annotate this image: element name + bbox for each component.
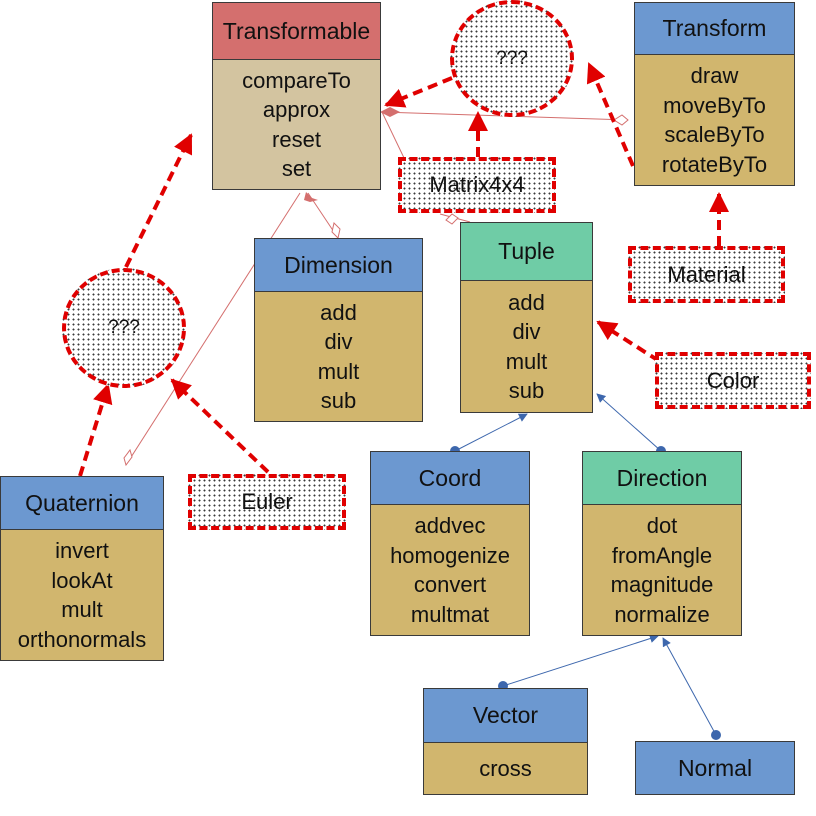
placeholder-euler: Euler <box>188 474 346 530</box>
red-arrow-quaternion <box>78 383 113 477</box>
method: invert <box>55 538 109 563</box>
method: compareTo <box>242 67 351 93</box>
method: approx <box>262 97 331 122</box>
red-arrow-transform <box>586 62 635 167</box>
red-arrow-color <box>596 320 661 363</box>
method: draw <box>690 63 739 88</box>
method: div <box>324 329 353 354</box>
composition-diamond-transformable <box>380 107 400 117</box>
class-transformable: Transformable compareTo approx reset set <box>212 2 381 190</box>
method: mult <box>317 358 360 384</box>
method: normalize <box>614 601 710 627</box>
method: orthonormals <box>17 626 147 652</box>
aggregation-diamond-dimension <box>331 222 341 239</box>
red-arrow-euler <box>170 378 270 474</box>
class-dimension: Dimension add div mult sub <box>254 238 423 422</box>
method: magnitude <box>610 572 714 597</box>
method: div <box>512 319 541 344</box>
method: mult <box>61 597 103 622</box>
method: mult <box>505 348 548 374</box>
aggregation-line-matrix <box>381 111 406 161</box>
method: dot <box>646 513 678 538</box>
class-coord-title: Coord <box>371 452 529 505</box>
method: multmat <box>410 601 490 627</box>
class-quaternion-methods: invert lookAt mult orthonormals <box>1 530 163 660</box>
method: convert <box>413 572 487 597</box>
class-coord-methods: addvec homogenize convert multmat <box>371 505 529 635</box>
method: cross <box>479 755 532 781</box>
class-vector-title: Vector <box>424 689 587 743</box>
method: add <box>508 289 545 315</box>
inherit-dot-normal <box>711 730 721 740</box>
method: scaleByTo <box>664 122 765 147</box>
class-coord: Coord addvec homogenize convert multmat <box>370 451 530 636</box>
class-transform-methods: draw moveByTo scaleByTo rotateByTo <box>635 55 794 185</box>
inherit-line-direction <box>596 393 662 452</box>
class-tuple-title: Tuple <box>461 223 592 281</box>
method: sub <box>508 378 545 403</box>
class-quaternion: Quaternion invert lookAt mult orthonorma… <box>0 476 164 661</box>
method: sub <box>320 388 357 413</box>
placeholder-material: Material <box>628 246 785 303</box>
placeholder-color: Color <box>655 352 811 409</box>
class-vector: Vector cross <box>423 688 588 795</box>
class-transformable-title: Transformable <box>213 3 380 60</box>
class-transform: Transform draw moveByTo scaleByTo rotate… <box>634 2 795 186</box>
class-direction: Direction dot fromAngle magnitude normal… <box>582 451 742 636</box>
method: reset <box>272 126 321 152</box>
class-transform-title: Transform <box>635 3 794 55</box>
inherit-line-coord <box>454 413 528 452</box>
method: addvec <box>414 513 486 538</box>
class-direction-title: Direction <box>583 452 741 505</box>
class-vector-methods: cross <box>424 743 587 794</box>
method: homogenize <box>390 542 510 568</box>
method: add <box>320 299 357 325</box>
aggregation-diamond-quaternion <box>123 448 133 467</box>
unknown-class-top: ??? <box>450 0 574 117</box>
class-direction-methods: dot fromAngle magnitude normalize <box>583 505 741 635</box>
method: fromAngle <box>611 542 713 568</box>
class-dimension-methods: add div mult sub <box>255 292 422 421</box>
class-quaternion-title: Quaternion <box>1 477 163 530</box>
class-dimension-title: Dimension <box>255 239 422 292</box>
red-arrow-top-unknown <box>384 76 453 108</box>
method: set <box>281 156 312 181</box>
inherit-line-vector <box>502 634 659 687</box>
class-normal: Normal <box>635 741 795 795</box>
method: lookAt <box>51 567 113 593</box>
method: rotateByTo <box>661 151 768 177</box>
composition-diamond-transformable-bottom <box>304 192 318 202</box>
placeholder-matrix4x4: Matrix4x4 <box>398 157 556 213</box>
red-arrow-left-unknown <box>124 133 193 268</box>
aggregation-diamond-tuple <box>445 213 459 225</box>
aggregation-diamond-transform <box>613 114 629 126</box>
inherit-line-normal <box>662 637 717 736</box>
class-tuple: Tuple add div mult sub <box>460 222 593 413</box>
method: moveByTo <box>663 92 766 118</box>
class-normal-title: Normal <box>636 742 794 794</box>
class-transformable-methods: compareTo approx reset set <box>213 60 380 189</box>
unknown-class-left: ??? <box>62 268 186 388</box>
class-tuple-methods: add div mult sub <box>461 281 592 412</box>
